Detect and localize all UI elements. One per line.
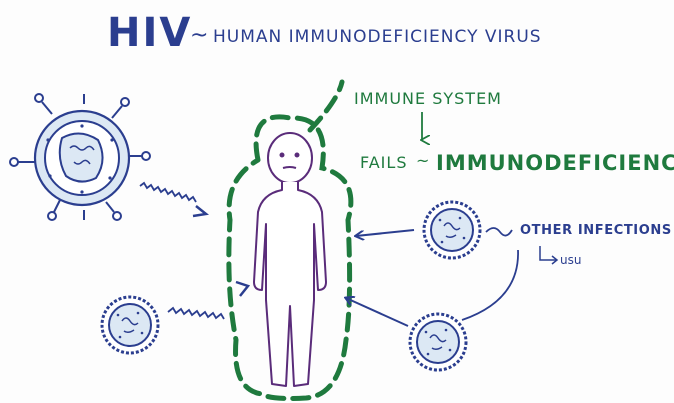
person-figure-icon [254, 133, 326, 386]
infection-arrow-left-head [236, 282, 248, 296]
label-other-infections: Other Infections [520, 223, 672, 238]
label-usu: usu [560, 253, 581, 267]
hiv-virus-icon [10, 94, 150, 220]
title-separator: ~ [190, 23, 208, 48]
other-infections-connector-lower [462, 250, 518, 320]
title-group: HIV ~ Human Immunodeficiency Virus [107, 10, 542, 56]
label-immune-system: Immune System [354, 89, 502, 108]
microbe-icon [424, 202, 480, 258]
label-immunodeficiency: Immunodeficiency [436, 151, 674, 175]
label-fails-tilde: ~ [416, 151, 429, 170]
hiv-attack-arrow [140, 183, 196, 202]
label-fails: Fails [360, 153, 407, 172]
microbe-icon [102, 297, 158, 353]
infection-arrow-top [356, 230, 414, 236]
hiv-attack-arrowhead [193, 206, 206, 216]
title-acronym: HIV [107, 10, 192, 56]
infection-arrow-bottom [346, 298, 408, 326]
infection-arrow-left [168, 308, 224, 319]
other-infections-connector [486, 228, 512, 236]
microbe-icon [410, 314, 466, 370]
title-full-name: Human Immunodeficiency Virus [213, 27, 542, 47]
